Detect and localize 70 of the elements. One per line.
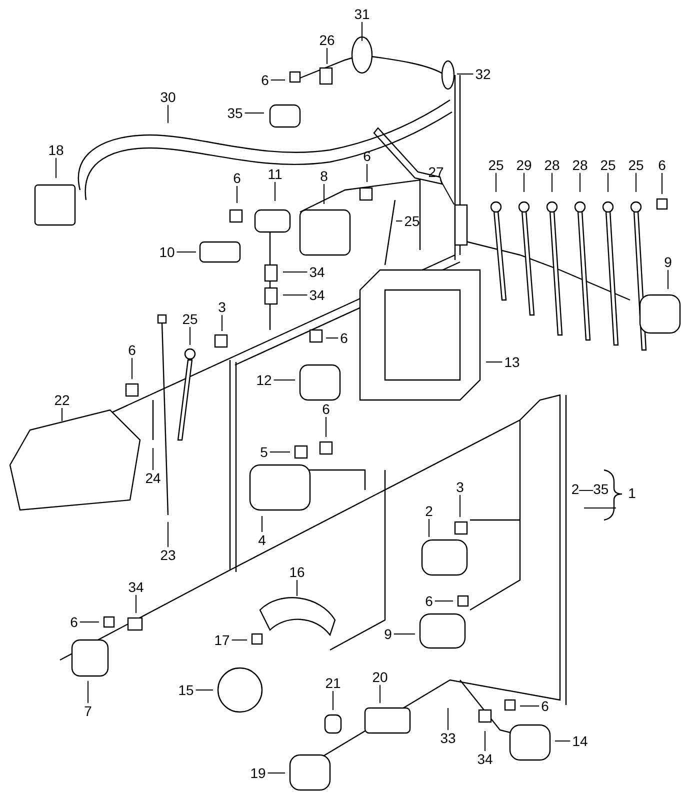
leader-line bbox=[484, 730, 486, 752]
callout-number: 9 bbox=[384, 627, 392, 641]
callout-number: 34 bbox=[309, 265, 325, 279]
callout-number: 25 bbox=[182, 312, 198, 326]
callout-number: 2 bbox=[425, 504, 433, 518]
callout-number: 34 bbox=[477, 752, 493, 766]
callout-number: 34 bbox=[309, 288, 325, 302]
callout-number: 8 bbox=[320, 169, 328, 183]
callout-number: 13 bbox=[504, 355, 520, 369]
part-range-label: 2—35 bbox=[571, 482, 609, 496]
callout-number: 31 bbox=[354, 7, 370, 21]
leader-line bbox=[332, 690, 334, 710]
leader-line bbox=[267, 772, 286, 774]
callout-number: 3 bbox=[456, 480, 464, 494]
callout-number: 19 bbox=[250, 766, 266, 780]
leader-line bbox=[428, 518, 430, 538]
callout-number: 15 bbox=[178, 683, 194, 697]
callout-number: 11 bbox=[268, 167, 282, 181]
callout-number: 34 bbox=[128, 580, 144, 594]
callout-number: 9 bbox=[664, 255, 672, 269]
callout-number: 5 bbox=[260, 445, 268, 459]
callout-number: 3 bbox=[218, 300, 226, 314]
callout-number: 25 bbox=[600, 158, 616, 172]
callout-number: 25 bbox=[404, 214, 420, 228]
callout-number: 32 bbox=[475, 67, 491, 81]
callout-number: 24 bbox=[145, 471, 161, 485]
callout-number: 28 bbox=[544, 158, 560, 172]
callout-number: 18 bbox=[48, 143, 64, 157]
callout-number: 16 bbox=[289, 565, 305, 579]
callout-number: 12 bbox=[256, 373, 272, 387]
leader-line bbox=[296, 580, 298, 596]
callout-number: 1 bbox=[628, 486, 636, 500]
callout-number: 20 bbox=[372, 670, 388, 684]
callout-number: 6 bbox=[425, 594, 433, 608]
leader-line bbox=[554, 740, 571, 742]
leader-line bbox=[236, 186, 238, 204]
leader-line bbox=[366, 164, 368, 182]
callout-number: 26 bbox=[319, 33, 335, 47]
callout-number: 21 bbox=[325, 676, 341, 690]
callout-number: 17 bbox=[214, 633, 230, 647]
leader-line bbox=[326, 48, 328, 64]
callout-number: 23 bbox=[160, 548, 176, 562]
leader-line bbox=[440, 180, 455, 205]
callout-number: 35 bbox=[227, 106, 243, 120]
callout-number: 6 bbox=[541, 699, 549, 713]
leader-line bbox=[396, 220, 403, 222]
callout-number: 4 bbox=[258, 533, 266, 547]
leader-line bbox=[274, 182, 276, 202]
leader-line bbox=[152, 448, 154, 470]
callout-number: 25 bbox=[488, 158, 504, 172]
callout-number: 6 bbox=[340, 331, 348, 345]
callout-number: 6 bbox=[128, 343, 136, 357]
callout-number: 6 bbox=[261, 73, 269, 87]
leader-line bbox=[244, 112, 264, 114]
callout-number: 6 bbox=[322, 402, 330, 416]
callout-number: 7 bbox=[84, 704, 92, 718]
callout-number: 25 bbox=[628, 158, 644, 172]
callout-number: 30 bbox=[160, 90, 176, 104]
leader-line bbox=[434, 600, 454, 602]
leader-line bbox=[282, 294, 308, 296]
callout-number: 29 bbox=[516, 158, 532, 172]
callout-number: 33 bbox=[440, 731, 456, 745]
callout-number: 6 bbox=[233, 171, 241, 185]
callout-number: 6 bbox=[70, 615, 78, 629]
callout-number: 6 bbox=[658, 158, 666, 172]
callout-number: 14 bbox=[572, 734, 588, 748]
callout-number: 27 bbox=[428, 165, 444, 179]
callout-number: 10 bbox=[159, 245, 175, 259]
callout-number: 22 bbox=[54, 393, 70, 407]
callout-number: 28 bbox=[572, 158, 588, 172]
